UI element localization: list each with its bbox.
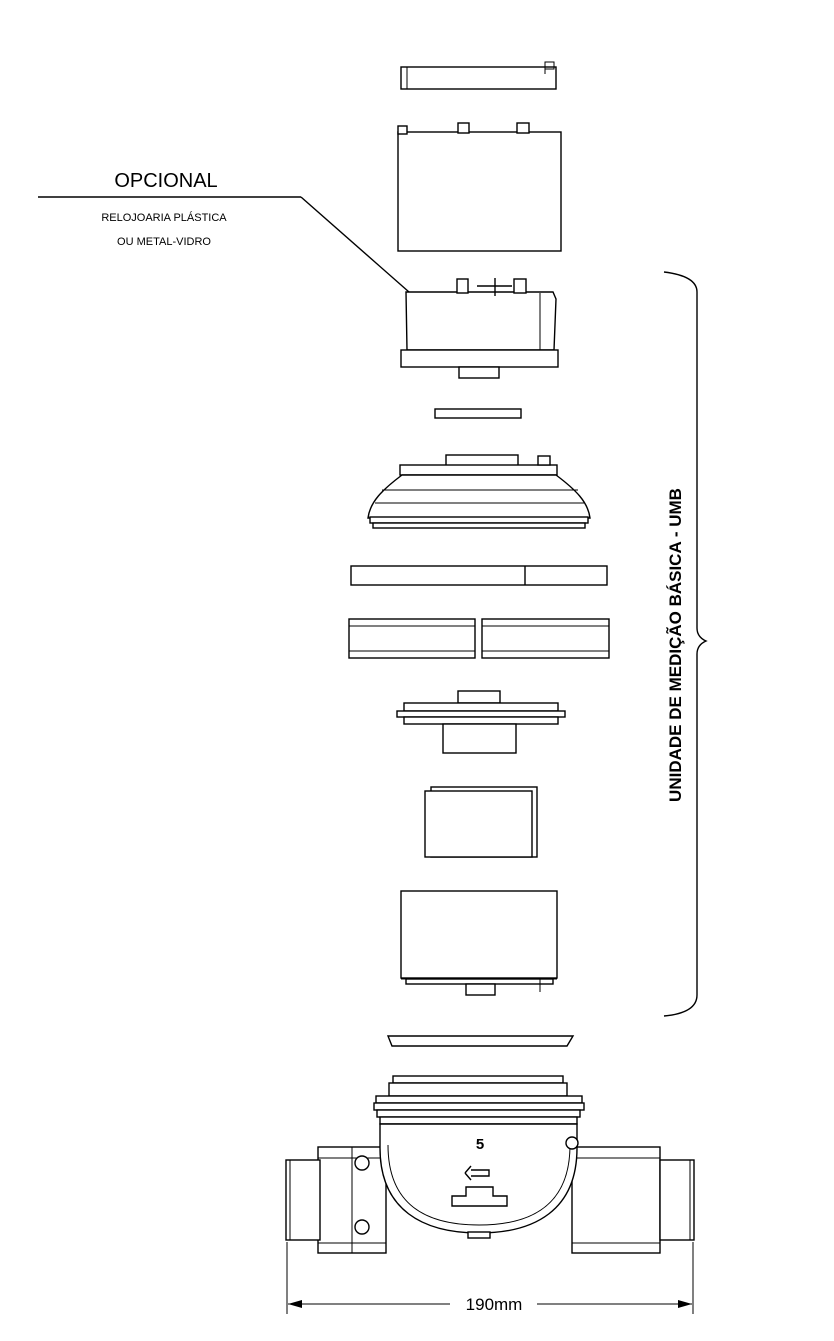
dimension-label: 190mm — [466, 1295, 523, 1314]
gasket-1 — [434, 408, 522, 419]
annotation-line-2: OU METAL-VIDRO — [117, 236, 211, 248]
register-housing — [397, 122, 562, 252]
annotation-leader — [38, 196, 410, 293]
measuring-chamber — [400, 890, 558, 996]
dimension-line — [286, 1242, 694, 1314]
body-marking-number: 5 — [476, 1136, 484, 1153]
top-cap — [400, 61, 557, 90]
turbine-block — [424, 786, 538, 858]
split-ring — [348, 618, 610, 659]
umb-label: UNIDADE DE MEDIÇÃO BÁSICA - UMB — [665, 488, 685, 802]
meter-body — [285, 1075, 695, 1254]
umb-bracket — [663, 271, 708, 1017]
register-unit — [400, 278, 559, 379]
domed-cover — [367, 454, 591, 529]
split-plate — [350, 565, 608, 586]
transmission-plate — [396, 690, 566, 754]
gasket-2 — [386, 1035, 575, 1047]
annotation-line-1: RELOJOARIA PLÁSTICA — [101, 211, 227, 224]
annotation-title: OPCIONAL — [114, 170, 217, 192]
